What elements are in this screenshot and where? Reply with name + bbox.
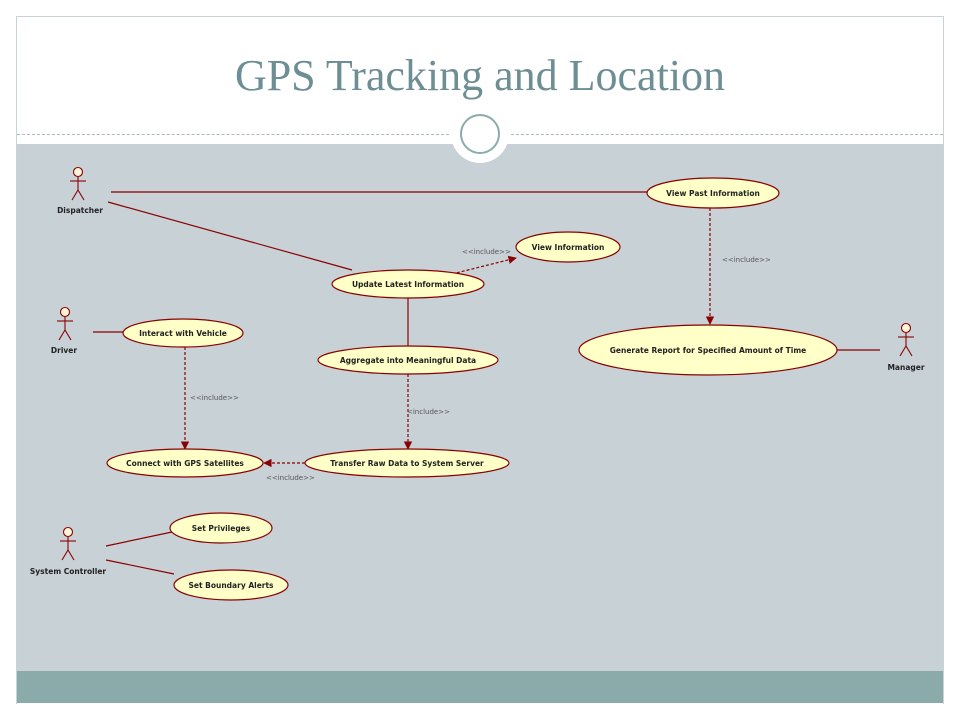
usecase-label: Update Latest Information — [352, 280, 464, 289]
assoc-dispatcher-update — [107, 201, 353, 271]
actor-system-controller-icon — [60, 526, 76, 561]
usecase-label: View Past Information — [666, 189, 760, 198]
assoc-controller-boundary — [105, 559, 175, 575]
actor-label: System Controller — [30, 567, 107, 576]
actor-manager-icon — [898, 322, 914, 357]
footer-bar — [17, 671, 943, 703]
divider-ring-ornament — [451, 105, 509, 163]
usecase-aggregate-data — [317, 345, 499, 375]
usecase-set-privileges — [169, 512, 273, 544]
include-label: <<include>> — [266, 474, 315, 482]
usecase-label: Connect with GPS Satellites — [126, 459, 244, 468]
usecase-connect-gps — [106, 448, 264, 478]
usecase-label: Interact with Vehicle — [139, 329, 227, 338]
slide-title: GPS Tracking and Location — [234, 51, 726, 100]
include-update-to-view — [451, 255, 517, 275]
usecase-label: Set Boundary Alerts — [188, 581, 274, 590]
usecase-label: Aggregate into Meaningful Data — [340, 356, 476, 365]
usecase-transfer-raw-data — [304, 448, 510, 478]
actor-label: Dispatcher — [57, 206, 103, 215]
assoc-controller-privileges — [105, 531, 173, 547]
usecase-generate-report — [578, 324, 838, 376]
include-label: <<include>> — [462, 248, 511, 256]
usecase-label: Transfer Raw Data to System Server — [330, 459, 484, 468]
usecase-label: View Information — [532, 243, 605, 252]
usecase-view-information — [515, 231, 621, 263]
usecase-set-boundary-alerts — [173, 569, 289, 601]
include-label: <include>> — [407, 408, 450, 416]
content-panel — [17, 144, 943, 671]
actor-label: Driver — [51, 346, 77, 355]
usecase-label: Set Privileges — [192, 524, 251, 533]
actor-driver-icon — [57, 306, 73, 341]
actor-dispatcher-icon — [70, 166, 86, 201]
slide-frame — [16, 16, 944, 704]
usecase-label: Generate Report for Specified Amount of … — [610, 346, 806, 355]
usecase-interact-with-vehicle — [122, 318, 244, 348]
usecase-view-past-information — [646, 177, 780, 209]
include-label: <<include>> — [722, 256, 771, 264]
actor-label: Manager — [887, 363, 924, 372]
usecase-update-latest-information — [331, 269, 485, 299]
include-label: <<include>> — [190, 394, 239, 402]
